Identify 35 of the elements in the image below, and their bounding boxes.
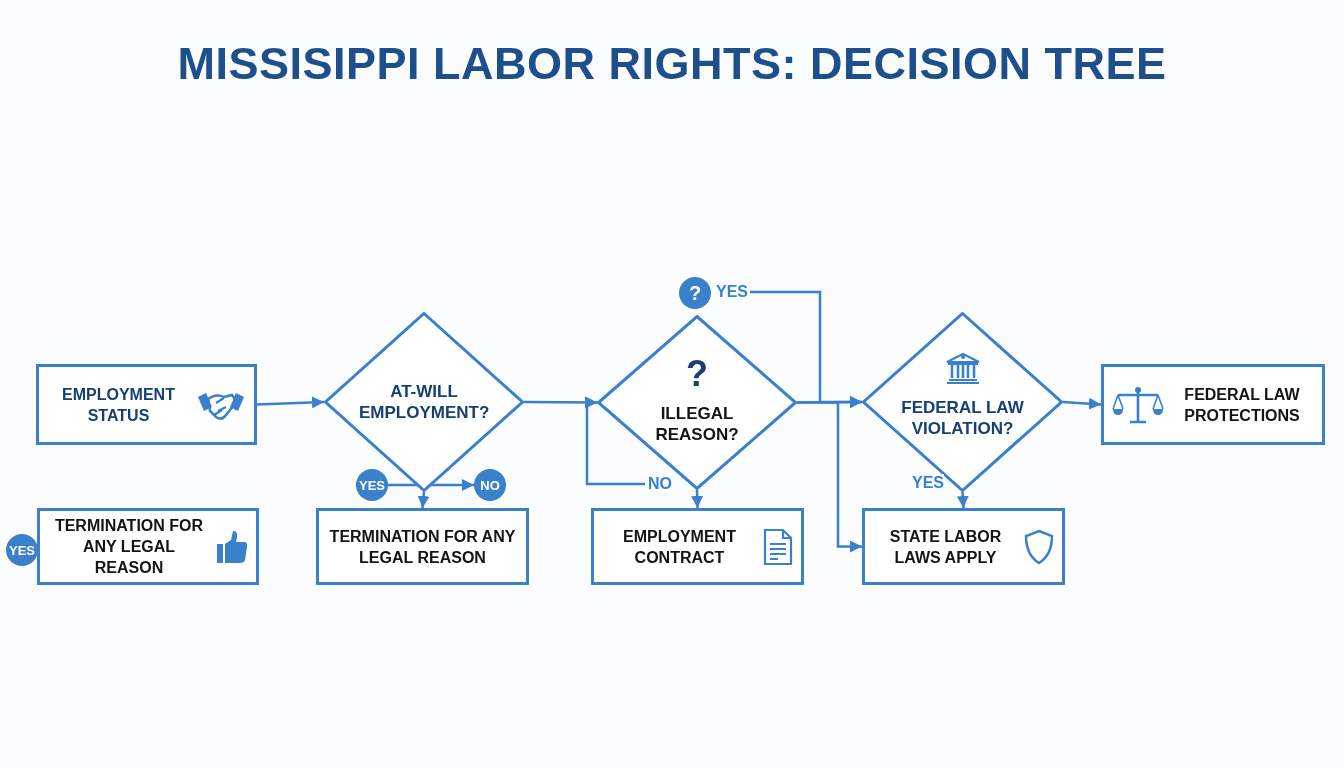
diamond-label: ILLEGAL REASON?	[654, 402, 740, 445]
answer-badge: NO	[474, 469, 506, 501]
answer-badge: ?	[679, 277, 711, 309]
box-label: EMPLOYMENT STATUS	[61, 384, 176, 426]
process-box	[37, 508, 259, 585]
answer-badge: YES	[6, 534, 38, 566]
branch-label: NO	[645, 474, 675, 494]
box-label: TERMINATION FOR ANY LEGAL REASON	[53, 516, 205, 578]
arrow	[417, 491, 430, 509]
decision-diamond	[597, 315, 797, 490]
box-label: FEDERAL LAW PROTECTIONS	[1183, 384, 1301, 426]
process-box	[316, 508, 529, 585]
question-mark: ?	[686, 354, 708, 393]
box-label: EMPLOYMENT CONTRACT	[622, 526, 737, 568]
diamond-label: FEDERAL LAW VIOLATION?	[900, 397, 1025, 439]
process-box	[862, 508, 1065, 585]
process-box	[591, 508, 804, 585]
arrow	[750, 290, 862, 408]
decision-diamond	[862, 312, 1063, 492]
arrow	[256, 396, 325, 409]
box-label: STATE LABOR LAWS APPLY	[888, 526, 1003, 568]
diagram-title: MISSISIPPI LABOR RIGHTS: DECISION TREE	[176, 38, 1168, 90]
branch-label: YES	[714, 282, 750, 302]
decision-diamond	[324, 312, 524, 492]
process-box	[36, 364, 257, 445]
arrow	[388, 479, 474, 491]
diamond-label: AT-WILL EMPLOYMENT?	[359, 381, 489, 423]
box-label: TERMINATION FOR ANY LEGAL REASON	[328, 526, 517, 568]
answer-badge: YES	[356, 469, 388, 501]
arrow	[797, 401, 862, 553]
arrow	[691, 489, 704, 509]
arrow	[956, 491, 969, 509]
arrow	[585, 396, 645, 486]
process-box	[1101, 364, 1325, 445]
arrow	[1062, 397, 1102, 410]
